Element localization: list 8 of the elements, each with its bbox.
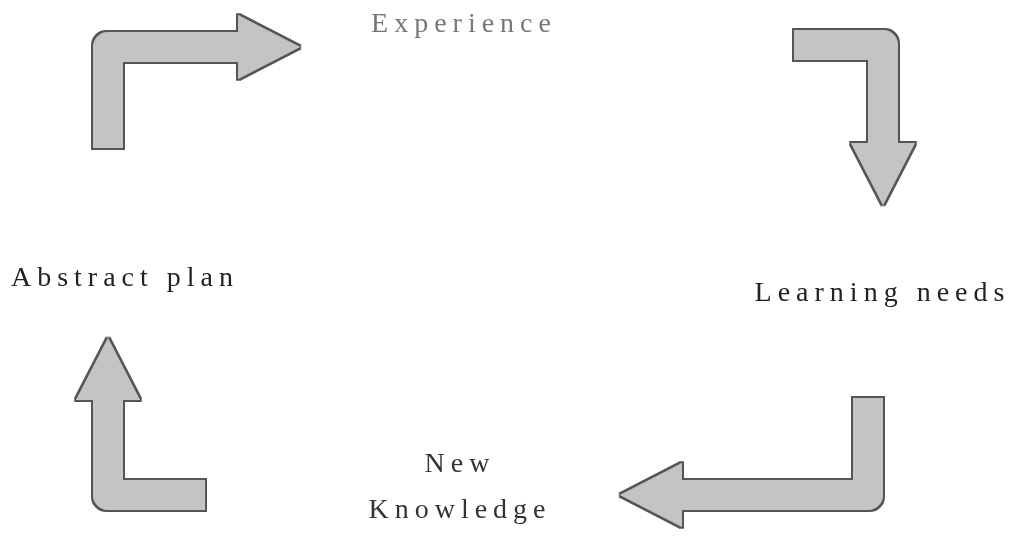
bent-block-arrow [76, 338, 205, 510]
cycle-stage-label: Learning needs [736, 143, 1029, 398]
bent-block-arrow [794, 30, 915, 205]
bent-block-arrow [620, 398, 883, 527]
cycle-stage-label: Experience [238, 0, 794, 64]
cycle-stage-label: New Knowledge [205, 440, 682, 537]
bent-block-arrow [93, 15, 300, 148]
cycle-stage-label: Abstract plan [0, 148, 250, 400]
